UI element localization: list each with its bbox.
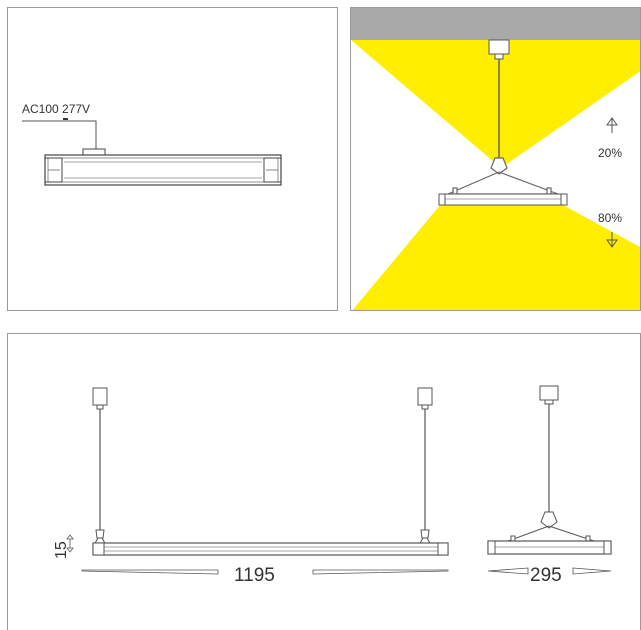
uplight-indicator: 20%	[598, 117, 622, 160]
uplight-percent: 20%	[598, 146, 622, 160]
voltage-marker	[63, 118, 68, 120]
height-label: 15	[53, 541, 70, 559]
side-view	[92, 387, 449, 556]
height-dimension: 15	[53, 534, 74, 559]
dimensions-diagram: 15 1195	[53, 385, 612, 586]
wiring-leader-line	[22, 120, 97, 151]
up-arrow-icon	[606, 117, 618, 133]
ceiling-canopy	[488, 39, 510, 55]
width-label: 295	[530, 565, 562, 586]
wiring-panel: AC100 277V	[7, 7, 338, 311]
dimensions-panel: 15 1195	[7, 333, 641, 630]
length-dimension: 1195	[81, 565, 449, 586]
luminaire-front	[438, 193, 568, 206]
light-distribution-panel: 20% 80%	[350, 7, 641, 311]
downlight-indicator: 80%	[598, 211, 622, 248]
front-view	[487, 385, 612, 555]
uplight-beam	[351, 40, 640, 168]
luminaire-side-view	[44, 154, 282, 186]
downlight-percent: 80%	[598, 211, 622, 225]
length-label: 1195	[234, 565, 275, 586]
wiring-diagram: AC100 277V	[22, 102, 282, 186]
ceiling	[351, 8, 640, 40]
voltage-label: AC100 277V	[22, 102, 90, 116]
downlight-beam	[352, 204, 640, 310]
hanger-bracket	[447, 157, 559, 195]
down-arrow-icon	[606, 232, 618, 248]
width-dimension: 295	[487, 565, 612, 586]
light-distribution-diagram: 20% 80%	[351, 8, 640, 310]
